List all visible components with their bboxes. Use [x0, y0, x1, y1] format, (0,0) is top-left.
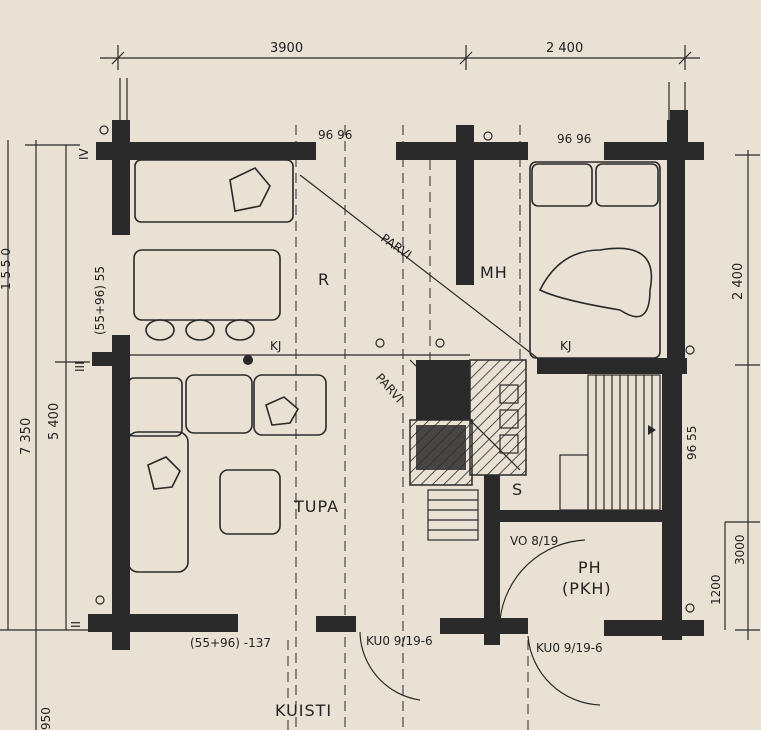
label-kj-right: KJ [560, 339, 571, 353]
label-door-right: 96 55 [685, 426, 699, 460]
label-parvi-upper: PARVI [378, 231, 414, 262]
axis-iii-label: III [73, 361, 87, 372]
room-label-r: R [318, 270, 330, 289]
axis-iv-label: IV [77, 147, 91, 160]
dim-left-cut: 1 5 5 0 [0, 248, 13, 290]
label-window-top-left: 96 96 [318, 128, 352, 142]
dim-left-total: 7 350 [19, 418, 34, 455]
room-label-mh: MH [480, 263, 508, 282]
fireplace-hatch [469, 359, 527, 476]
dim-right-bottom: 1200 [709, 574, 723, 605]
chimney-flues [499, 384, 519, 454]
walls [88, 110, 704, 650]
label-kj-left: KJ [270, 339, 281, 353]
dim-left-bottom: 950 [39, 707, 53, 730]
label-parvi-lower: PARVI [373, 371, 406, 406]
stove-body [416, 425, 466, 470]
axis-ii-label: II [69, 621, 83, 628]
doors [359, 539, 601, 706]
room-label-kuisti: KUISTI [275, 701, 332, 720]
sauna-benches [559, 374, 661, 511]
room-label-tupa: TUPA [293, 497, 339, 516]
stairs [427, 489, 479, 541]
label-door-ku-left: KU0 9/19-6 [366, 634, 433, 648]
dim-right-upper: 2 400 [731, 263, 746, 300]
label-door-vo: VO 8/19 [510, 534, 558, 548]
label-window-left: (55+96) 55 [93, 266, 107, 335]
room-label-ph: PH [578, 558, 602, 577]
dim-top-left: 3900 [270, 41, 303, 56]
furniture [127, 159, 661, 573]
label-window-top-right: 96 96 [557, 132, 591, 146]
dim-right-lower: 3000 [733, 534, 747, 565]
label-door-ku-right: KU0 9/19-6 [536, 641, 603, 655]
dim-left-inner: 5 400 [47, 403, 62, 440]
room-label-pkh: (PKH) [562, 579, 612, 598]
label-window-bottom: (55+96) -137 [190, 636, 271, 650]
dim-top-right: 2 400 [546, 41, 583, 56]
markers [95, 125, 695, 613]
room-label-s: S [512, 480, 523, 499]
